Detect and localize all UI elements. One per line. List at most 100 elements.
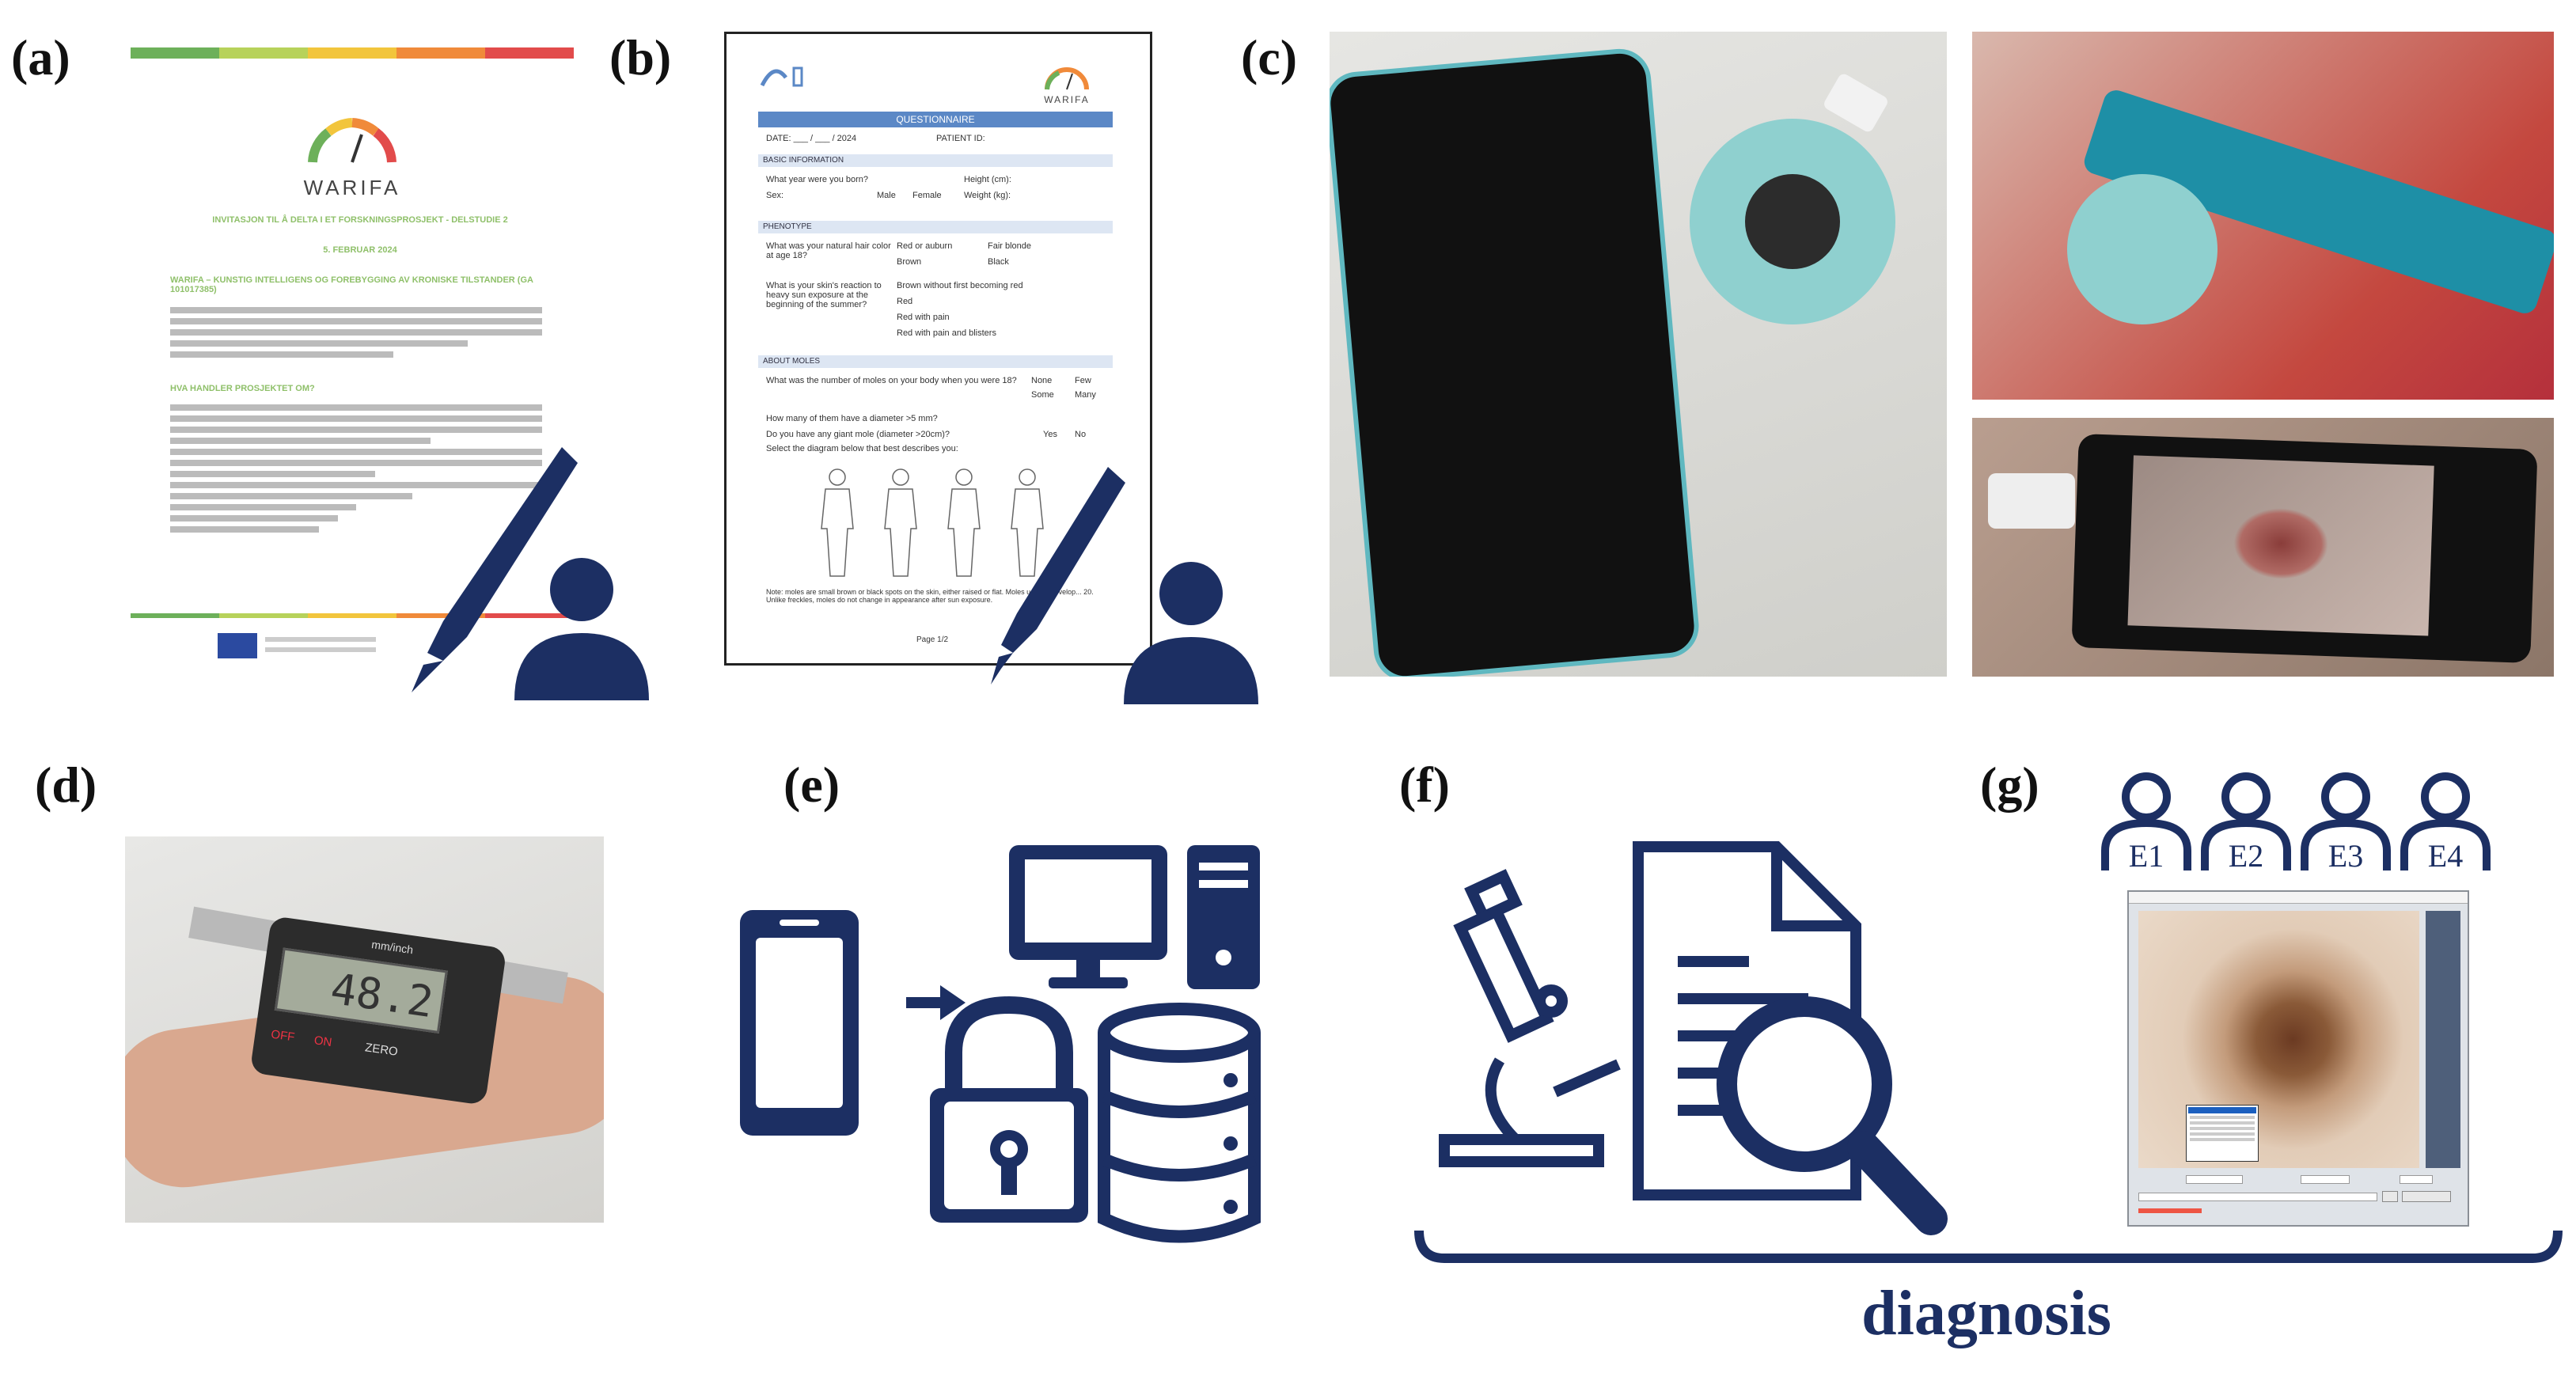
hair-option: Fair blonde	[988, 241, 1032, 251]
panel-label-d: (d)	[35, 757, 97, 813]
questionnaire-logo-text: WARIFA	[1044, 94, 1090, 105]
section-phenotype: PHENOTYPE	[758, 221, 1113, 233]
color-stripe-bottom	[131, 613, 574, 618]
skin-option: Red with pain	[897, 313, 950, 322]
question-diagram: Select the diagram below that best descr…	[766, 444, 958, 453]
warifa-gauge-icon	[1045, 67, 1089, 90]
consent-heading: INVITASJON TIL Å DELTA I ET FORSKNINGSPR…	[212, 215, 508, 225]
question-born: What year were you born?	[766, 175, 869, 184]
database-icon	[1098, 1003, 1261, 1243]
questionnaire-title: QUESTIONNAIRE	[758, 112, 1113, 127]
form-field[interactable]	[2400, 1175, 2433, 1184]
panel-label-b: (b)	[609, 29, 672, 85]
question-giant: Do you have any giant mole (diameter >20…	[766, 430, 950, 439]
attached-dermatoscope-photo	[1972, 32, 2554, 400]
color-stripe-top	[131, 47, 574, 59]
panel-label-g: (g)	[1980, 757, 2039, 813]
questionnaire-document: WARIFA QUESTIONNAIRE DATE: ___ / ___ / 2…	[724, 32, 1152, 666]
form-field[interactable]	[2186, 1175, 2243, 1184]
questionnaire-note: Note: moles are small brown or black spo…	[766, 588, 1094, 604]
question-skin: What is your skin's reaction to heavy su…	[766, 281, 882, 309]
clip-icon	[1988, 473, 2075, 529]
no-option: No	[1075, 430, 1087, 439]
dermoscopy-image	[2138, 911, 2419, 1168]
phone-dermatoscope-photo	[1330, 32, 1947, 677]
male-option: Male	[877, 191, 896, 200]
signing-person-icon	[412, 447, 649, 700]
form-field[interactable]	[2301, 1175, 2350, 1184]
phone-screen-icon	[2071, 433, 2538, 664]
section-basic: BASIC INFORMATION	[758, 154, 1113, 167]
comments-field[interactable]	[2138, 1193, 2377, 1201]
warifa-gauge-icon	[308, 118, 396, 163]
female-option: Female	[912, 191, 942, 200]
caliper-display: 48.2	[274, 947, 448, 1034]
diagnosis-dropdown[interactable]	[2186, 1105, 2259, 1162]
caliper-on-label: ON	[313, 1034, 333, 1050]
caliper-body-icon: mm/inch 48.2 OFF ON ZERO	[249, 916, 507, 1106]
signing-person-icon	[991, 467, 1258, 704]
expert-icon	[2301, 772, 2391, 870]
consent-paragraph-1	[170, 302, 542, 362]
consent-document: WARIFA INVITASJON TIL Å DELTA I ET FORSK…	[131, 47, 574, 658]
date-row: DATE: ___ / ___ / 2024	[766, 134, 857, 143]
mole-option: Many	[1075, 390, 1096, 400]
computer-icon	[1009, 845, 1260, 989]
diagnosis-label: diagnosis	[1861, 1279, 2111, 1348]
form-row	[2138, 1175, 2455, 1184]
dermatoscope-icon	[1690, 119, 1895, 324]
caliper-zero-label: ZERO	[364, 1041, 399, 1059]
consent-logo-text: WARIFA	[303, 176, 401, 199]
hair-option: Black	[988, 257, 1009, 267]
annotation-software-window	[2127, 890, 2469, 1227]
patient-id-label: PATIENT ID:	[936, 134, 985, 143]
hair-option: Brown	[897, 257, 922, 267]
microscope-icon	[1439, 869, 1621, 1167]
analysis-diagram	[1439, 841, 1948, 1235]
mole-option: Few	[1075, 376, 1091, 385]
weight-label: Weight (kg):	[964, 191, 1011, 200]
imaging-lesion-photo	[1972, 418, 2554, 677]
magnifier-icon	[1717, 996, 1948, 1235]
height-label: Height (cm):	[964, 175, 1011, 184]
expert-label-e4: E4	[2427, 838, 2464, 874]
funding-line	[265, 647, 376, 652]
expert-label-e2: E2	[2228, 838, 2264, 874]
smartphone-icon	[1330, 46, 1702, 677]
lock-icon	[930, 996, 1088, 1223]
eu-flag-icon	[218, 633, 257, 658]
experts-icon-row	[2101, 772, 2491, 870]
window-titlebar	[2129, 892, 2468, 904]
caliper-photo: mm/inch 48.2 OFF ON ZERO	[125, 836, 604, 1223]
side-panel	[2426, 911, 2460, 1168]
panel-label-a: (a)	[11, 29, 70, 85]
expert-label-e1: E1	[2128, 838, 2164, 874]
data-storage-diagram	[740, 845, 1261, 1243]
yes-option: Yes	[1043, 430, 1057, 439]
panel-label-e: (e)	[783, 757, 840, 813]
expert-icon	[2101, 772, 2191, 870]
small-button[interactable]	[2382, 1191, 2398, 1202]
question-moles: What was the number of moles on your bod…	[766, 376, 1017, 385]
expert-icon	[2400, 772, 2491, 870]
page-number: Page 1/2	[916, 635, 949, 644]
next-button[interactable]	[2402, 1191, 2451, 1202]
funding-line	[265, 637, 376, 642]
phone-icon	[740, 910, 859, 1136]
expert-label-e3: E3	[2328, 838, 2364, 874]
warning-text	[2138, 1208, 2202, 1213]
consent-subheading: WARIFA – KUNSTIG INTELLIGENS OG FOREBYGG…	[170, 275, 533, 294]
mole-option: Some	[1031, 390, 1054, 400]
caliper-off-label: OFF	[270, 1027, 296, 1045]
skin-option: Red	[897, 297, 913, 306]
hospital-logo-icon	[760, 66, 803, 87]
question-diameter: How many of them have a diameter >5 mm?	[766, 414, 938, 423]
consent-paragraph-2	[170, 400, 542, 537]
skin-option: Red with pain and blisters	[897, 328, 996, 338]
panel-label-f: (f)	[1399, 757, 1450, 813]
consent-section-heading: HVA HANDLER PROSJEKTET OM?	[170, 384, 315, 393]
mole-option: None	[1031, 376, 1053, 385]
dermatoscope-icon	[2067, 174, 2217, 324]
diagnosis-brace	[1414, 1230, 2563, 1263]
expert-icon	[2201, 772, 2291, 870]
